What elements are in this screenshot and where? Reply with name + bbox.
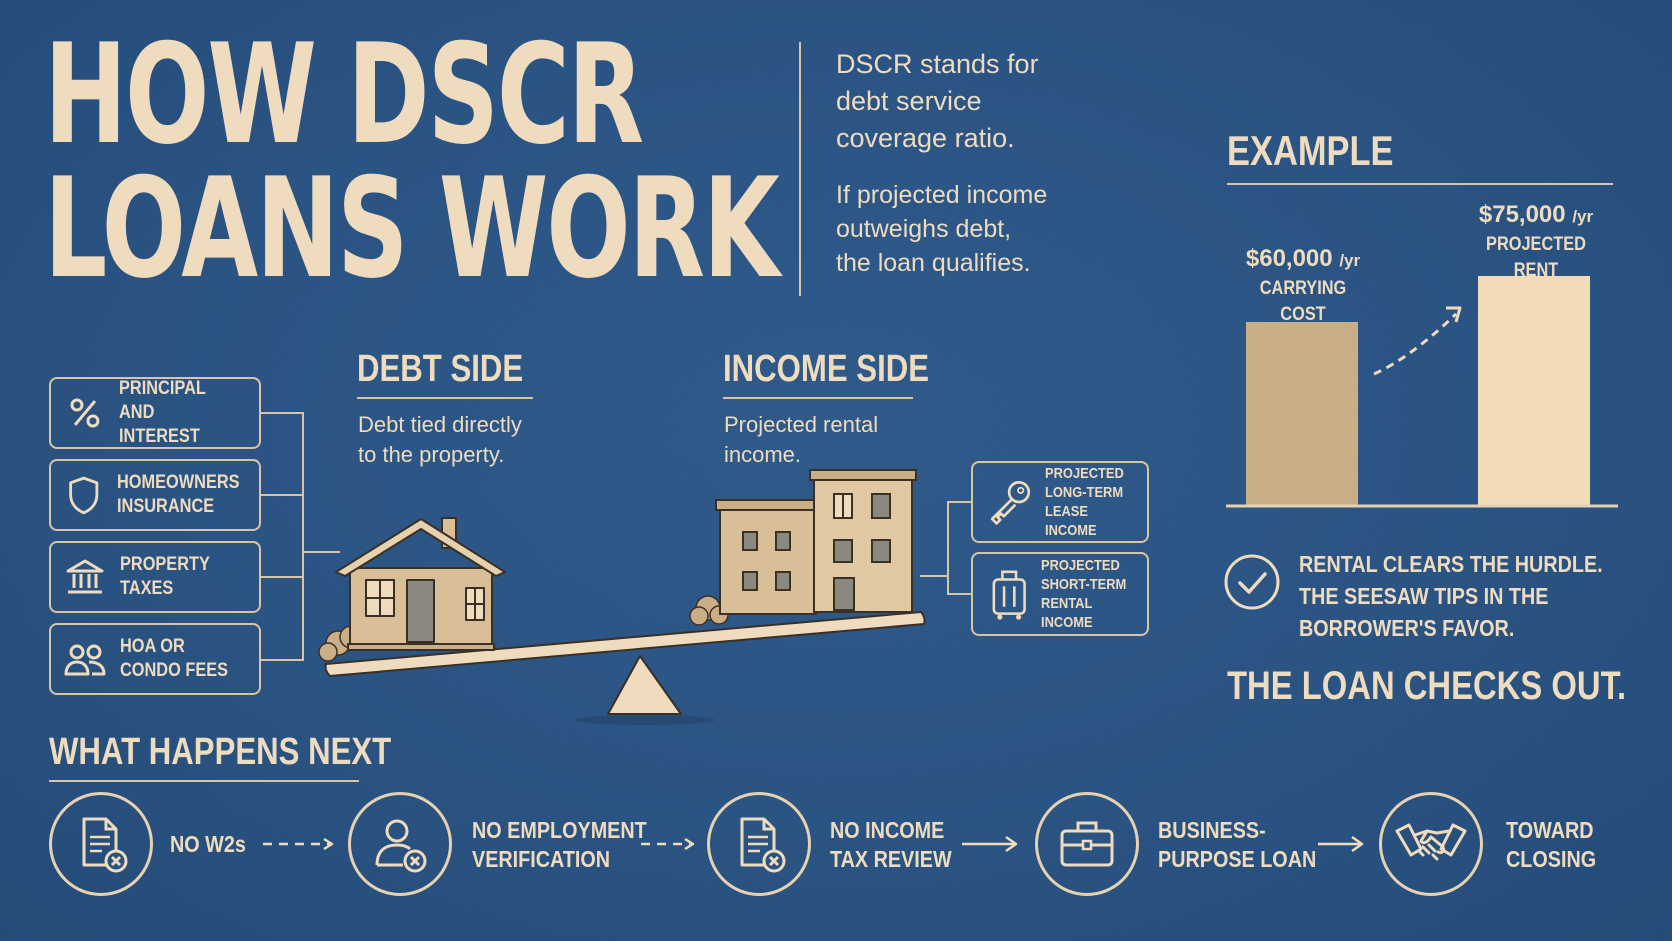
bar-label-carrying-cost: $60,000 /yr CARRYING COST bbox=[1245, 245, 1361, 325]
step-3-circle bbox=[707, 792, 811, 896]
growth-arrow bbox=[1373, 312, 1458, 376]
title-line-1: HOW DSCR bbox=[44, 14, 644, 175]
luggage-icon bbox=[992, 570, 1026, 620]
debt-side-heading: DEBT SIDE bbox=[357, 348, 524, 390]
income-connector-lines bbox=[920, 501, 971, 595]
document-x-icon bbox=[740, 817, 786, 873]
income-item-short-term-rental: PROJECTED SHORT-TERM RENTAL INCOME bbox=[971, 552, 1149, 636]
example-underline bbox=[1227, 183, 1613, 185]
bank-icon bbox=[66, 559, 104, 594]
step-1-circle bbox=[49, 792, 153, 896]
next-heading: WHAT HAPPENS NEXT bbox=[49, 731, 392, 773]
person-x-icon bbox=[375, 819, 427, 873]
next-underline bbox=[49, 780, 359, 782]
bar-carrying-cost bbox=[1246, 322, 1358, 506]
debt-item-property-taxes: PROPERTY TAXES bbox=[49, 541, 261, 613]
step-5-label: TOWARD CLOSING bbox=[1506, 817, 1597, 872]
title-line-2: LOANS WORK bbox=[44, 148, 780, 309]
projected-rent-amount: $75,000 bbox=[1478, 201, 1566, 228]
step-2-circle bbox=[348, 792, 452, 896]
income-item-long-term-lease: PROJECTED LONG-TERM LEASE INCOME bbox=[971, 461, 1149, 543]
example-result-text: RENTAL CLEARS THE HURDLE. THE SEESAW TIP… bbox=[1299, 551, 1603, 641]
seesaw-plank bbox=[324, 610, 926, 678]
debt-side-description: Debt tied directly to the property. bbox=[358, 412, 522, 467]
projected-rent-unit: /yr bbox=[1572, 207, 1594, 226]
percent-icon bbox=[70, 398, 100, 428]
briefcase-icon bbox=[1060, 821, 1114, 867]
step-arrows bbox=[263, 835, 1364, 853]
example-heading: EXAMPLE bbox=[1227, 127, 1394, 174]
step-2-label: NO EMPLOYMENT VERIFICATION bbox=[472, 817, 647, 872]
growth-arrow-head bbox=[1446, 306, 1462, 323]
income-side-heading: INCOME SIDE bbox=[723, 348, 930, 390]
debt-item-principal-interest: PRINCIPAL AND INTEREST bbox=[49, 377, 261, 449]
income-side-underline bbox=[723, 397, 913, 399]
example-verdict: THE LOAN CHECKS OUT. bbox=[1227, 664, 1627, 708]
title-divider bbox=[799, 42, 801, 296]
shield-icon bbox=[69, 476, 99, 515]
intro-rule: If projected income outweighs debt, the … bbox=[836, 181, 1048, 277]
apartment-buildings bbox=[715, 469, 917, 615]
bar-projected-rent bbox=[1478, 276, 1590, 506]
key-icon bbox=[990, 481, 1031, 525]
step-4-circle bbox=[1035, 792, 1139, 896]
bar-label-projected-rent: $75,000 /yr PROJECTED RENT bbox=[1478, 201, 1594, 281]
seesaw-fulcrum bbox=[575, 655, 715, 725]
debt-item-homeowners-insurance: HOMEOWNERS INSURANCE bbox=[49, 459, 261, 531]
step-3-label: NO INCOME TAX REVIEW bbox=[830, 817, 952, 872]
carrying-cost-amount: $60,000 bbox=[1245, 245, 1333, 272]
debt-side-underline bbox=[357, 397, 533, 399]
house bbox=[335, 517, 506, 651]
step-1-label: NO W2s bbox=[170, 831, 246, 857]
bush-left bbox=[318, 625, 363, 662]
step-4-label: BUSINESS- PURPOSE LOAN bbox=[1158, 817, 1317, 872]
intro-definition: DSCR stands for debt service coverage ra… bbox=[836, 49, 1039, 153]
page-title: HOW DSCR LOANS WORK bbox=[44, 26, 1063, 298]
people-icon bbox=[64, 644, 106, 676]
handshake-icon bbox=[1395, 823, 1467, 861]
checkmark-circle-icon bbox=[1224, 554, 1280, 610]
debt-connector-lines bbox=[261, 412, 340, 661]
debt-item-hoa-fees: HOA OR CONDO FEES bbox=[49, 623, 261, 695]
carrying-cost-unit: /yr bbox=[1339, 251, 1361, 270]
income-side-description: Projected rental income. bbox=[724, 412, 879, 467]
example-bar-chart bbox=[1226, 276, 1618, 508]
step-5-circle bbox=[1379, 792, 1483, 896]
document-x-icon bbox=[82, 817, 128, 873]
